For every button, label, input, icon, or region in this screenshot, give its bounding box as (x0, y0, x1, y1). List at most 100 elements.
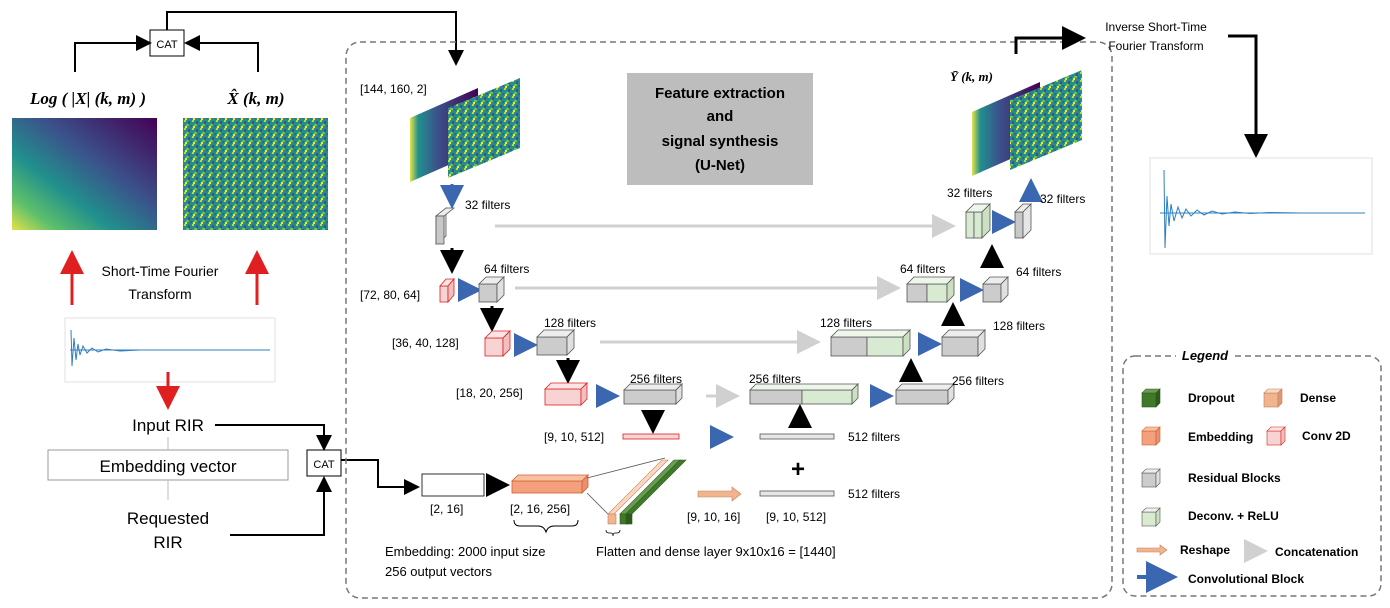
conv2d-block-64 (439, 277, 455, 304)
filters-64-dec-a: 64 filters (900, 262, 945, 276)
unet-title-line2: and (707, 108, 734, 125)
filters-128-dec-a: 128 filters (820, 316, 872, 330)
residual-block-512-a (759, 433, 835, 440)
embedding-vector-label: Embedding vector (99, 457, 236, 476)
output-label: Ȳ (k, m) (950, 69, 993, 84)
filters-32-enc: 32 filters (465, 198, 510, 212)
legend-title-bg (1176, 346, 1234, 364)
legend-label-embedding: Embedding (1188, 430, 1253, 444)
flatten-line-bottom (586, 492, 609, 515)
legend-label-concatenation: Concatenation (1275, 545, 1358, 559)
input-waveform (70, 329, 141, 367)
residual-block-32-enc (434, 207, 456, 245)
filters-32-dec-a: 32 filters (947, 186, 992, 200)
deconv-block-64 (906, 276, 955, 303)
unet-title-box (627, 73, 813, 185)
filters-256-enc: 256 filters (630, 372, 682, 386)
flatten-brace (605, 529, 621, 537)
shape-9: [9, 10, 512] (544, 430, 604, 444)
filters-32-dec-b: 32 filters (1040, 192, 1085, 206)
arrow-input-rir-to-cat (215, 424, 332, 451)
istft-label-line2: Fourier Transform (1108, 39, 1203, 53)
filters-256-dec-a: 256 filters (749, 372, 801, 386)
legend-label-dense: Dense (1300, 391, 1336, 405)
legend-label-dropout: Dropout (1188, 391, 1235, 405)
conv2d-block-512 (622, 433, 680, 440)
legend-label-conv2d: Conv 2D (1302, 429, 1351, 443)
unet-title-line3: signal synthesis (662, 133, 779, 150)
arrow-istft-down (1228, 34, 1268, 158)
output-spectrogram-phase (1010, 70, 1082, 170)
cat-top-label: CAT (156, 39, 177, 51)
legend-swatch-deconv (1141, 507, 1161, 527)
shape-9-10-512: [9, 10, 512] (766, 510, 826, 524)
flatten-note: Flatten and dense layer 9x10x16 = [1440] (596, 544, 836, 559)
cat-bottom-label: CAT (313, 459, 334, 471)
residual-block-512-b (759, 490, 835, 497)
cat-bottom-box (306, 449, 342, 477)
arrow-unet-to-istft (1014, 26, 1086, 54)
filters-128-dec-b: 128 filters (993, 319, 1045, 333)
legend-swatch-dropout (1141, 388, 1161, 408)
reshape-arrow (697, 486, 742, 502)
phase-spectrogram (183, 118, 328, 230)
shape-18: [18, 20, 256] (456, 386, 523, 400)
embedding-brace (513, 519, 579, 534)
deconv-block-256 (749, 383, 859, 405)
output-waveform-frame (1149, 157, 1373, 255)
requested-rir-line2: RIR (153, 533, 182, 552)
shape-2-16: [2, 16] (430, 502, 463, 516)
unet-container (345, 41, 1113, 599)
legend-title: Legend (1182, 348, 1229, 363)
arrow-cat-to-unet (166, 11, 464, 66)
filters-128-enc: 128 filters (544, 316, 596, 330)
shape-36: [36, 40, 128] (392, 336, 459, 350)
legend-label-deconv: Deconv. + ReLU (1188, 509, 1279, 523)
legend-frame (1122, 355, 1382, 597)
residual-block-128-enc (536, 329, 575, 356)
residual-block-256-enc (623, 383, 683, 405)
arrow-requested-rir-to-cat (230, 476, 332, 536)
flatten-line-top (586, 457, 666, 479)
embedding-note-line1: Embedding: 2000 input size (385, 544, 545, 559)
shape-2-16-256: [2, 16, 256] (510, 502, 570, 516)
residual-block-64-dec (982, 276, 1009, 303)
arrow-cat-to-embedding (341, 459, 420, 495)
unet-panel: Feature extraction and signal synthesis … (360, 69, 1085, 579)
legend-label-convblock: Convolutional Block (1188, 572, 1304, 586)
deconv-block-32 (965, 203, 991, 239)
istft-label-line1: Inverse Short-Time (1105, 20, 1207, 34)
right-panel: Inverse Short-Time Fourier Transform (1014, 20, 1373, 255)
residual-block-64-enc (478, 276, 505, 303)
stft-label-line2: Transform (128, 286, 191, 302)
input-rir-label: Input RIR (132, 416, 204, 435)
legend-label-reshape: Reshape (1180, 543, 1230, 557)
legend-swatch-conv2d (1266, 426, 1286, 446)
input-spectrogram-phase (448, 78, 520, 178)
log-magnitude-label: Log ( |X| (k, m) ) (29, 89, 146, 108)
arrow-phase-to-cat (184, 35, 259, 72)
residual-block-32-dec (1014, 203, 1032, 239)
residual-block-256-dec (895, 383, 955, 405)
legend-swatch-dense (1263, 388, 1283, 408)
deconv-block-128 (830, 329, 911, 357)
filters-512-b: 512 filters (848, 487, 900, 501)
log-magnitude-spectrogram (12, 118, 157, 230)
flatten-dense-dropout (607, 459, 687, 525)
embedding-block (511, 474, 589, 494)
unet-title-line4: (U-Net) (695, 157, 745, 174)
plus-sign: + (791, 456, 805, 483)
conv2d-block-128 (484, 330, 511, 357)
legend-arrow-reshape (1136, 544, 1168, 556)
unet-title-line1: Feature extraction (655, 85, 785, 102)
shape-9-10-16: [9, 10, 16] (687, 510, 740, 524)
left-panel: CAT Log ( |X| (k, m) ) X̂ (k, m) Short-T… (12, 11, 464, 552)
shape-72: [72, 80, 64] (360, 288, 420, 302)
residual-block-128-dec (941, 329, 986, 357)
legend-swatch-embedding (1141, 426, 1161, 446)
legend-swatch-residual (1141, 468, 1161, 488)
output-waveform (1163, 169, 1301, 249)
input-shape-label: [144, 160, 2] (360, 82, 427, 96)
